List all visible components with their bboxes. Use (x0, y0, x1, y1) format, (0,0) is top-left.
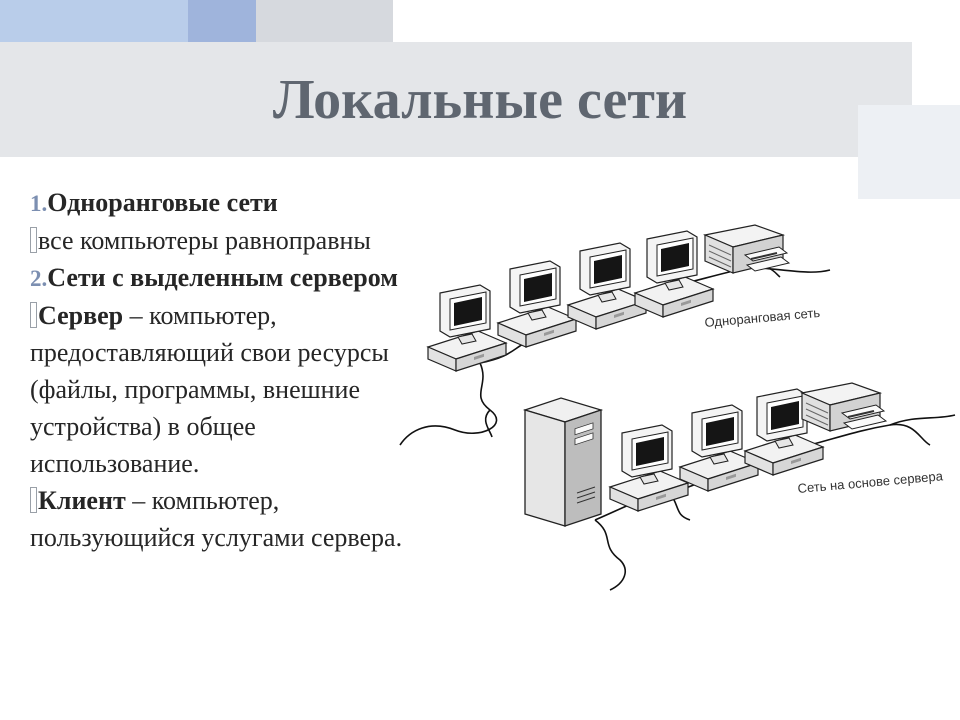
bullet-icon (30, 302, 37, 328)
list-number: 2. (30, 266, 48, 291)
list-item-peer-networks: 1.Одноранговые сети (30, 184, 470, 222)
server-tower-icon (522, 397, 604, 527)
definition-line: предоставляющий свои ресурсы (30, 338, 389, 367)
definition-line: использование. (30, 449, 200, 478)
computer-icon (427, 284, 507, 372)
definition-line: пользующийся услугами сервера. (30, 523, 403, 552)
peer-network-caption: Одноранговая сеть (704, 305, 821, 330)
bullet-icon (30, 227, 37, 253)
computer-icon (609, 424, 689, 512)
computer-icon (679, 404, 759, 492)
list-text: все компьютеры равноправны (38, 226, 371, 255)
printer-icon (704, 224, 790, 274)
term-client: Клиент (38, 486, 126, 515)
network-illustration: Одноранговая сеть Сеть на основе сервера (399, 224, 956, 591)
definition-text: – компьютер, (125, 486, 280, 515)
server-network-diagram: Сеть на основе сервера (522, 382, 956, 591)
computer-icon (567, 242, 647, 330)
title-band (0, 42, 912, 157)
definition-line: (файлы, программы, внешние (30, 375, 361, 404)
server-network-caption: Сеть на основе сервера (797, 468, 944, 496)
definition-client: Клиент – компьютер, (30, 482, 470, 519)
list-number: 1. (30, 191, 48, 216)
list-item-server-networks: 2.Сети с выделенным сервером (30, 259, 470, 297)
list-item-equal-computers: все компьютеры равноправны (30, 222, 470, 259)
computer-icon (634, 230, 714, 318)
decor-block-pale (858, 105, 960, 199)
page-title: Локальные сети (272, 68, 688, 131)
computer-icon (497, 260, 577, 348)
term-server: Сервер (38, 301, 124, 330)
definition-text: – компьютер, (123, 301, 277, 330)
definition-server: Сервер – компьютер, (30, 297, 470, 334)
bullet-icon (30, 487, 37, 513)
slide-content: 1.Одноранговые сети все компьютеры равно… (30, 184, 470, 556)
list-heading: Сети с выделенным сервером (47, 263, 398, 292)
list-heading: Одноранговые сети (47, 188, 278, 217)
printer-icon (801, 382, 887, 432)
definition-line: устройства) в общее (30, 412, 256, 441)
